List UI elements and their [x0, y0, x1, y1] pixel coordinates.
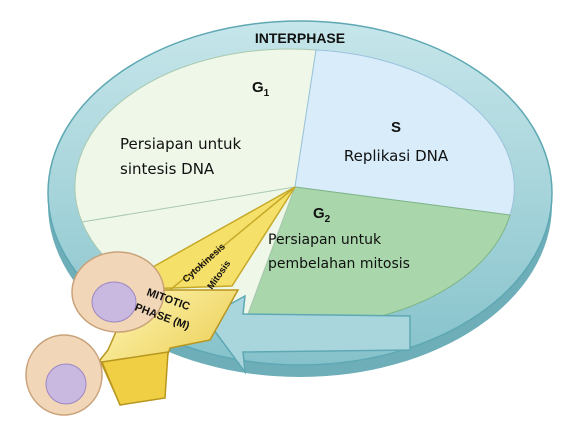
mitotic-arrow-tip: [100, 351, 169, 406]
mitotic-divider: [169, 186, 296, 291]
g1-desc-line1: Persiapan untuk: [120, 135, 241, 153]
nucleus-top: [91, 281, 137, 323]
s-sector: [294, 49, 515, 216]
g2-desc-line2: pembelahan mitosis: [268, 256, 410, 272]
g2-desc-line1: Persiapan untuk: [268, 232, 382, 248]
interphase-label: INTERPHASE: [255, 30, 345, 46]
ring-arrow-head: [203, 294, 411, 375]
g1-desc-line2: sintesis DNA: [120, 160, 215, 178]
g1-sector: [74, 48, 317, 223]
g2-label: G2: [313, 205, 331, 225]
s-desc: Replikasi DNA: [344, 147, 449, 165]
s-label: S: [391, 119, 401, 136]
nucleus-bottom: [45, 363, 87, 405]
g1-label: G1: [252, 79, 270, 99]
